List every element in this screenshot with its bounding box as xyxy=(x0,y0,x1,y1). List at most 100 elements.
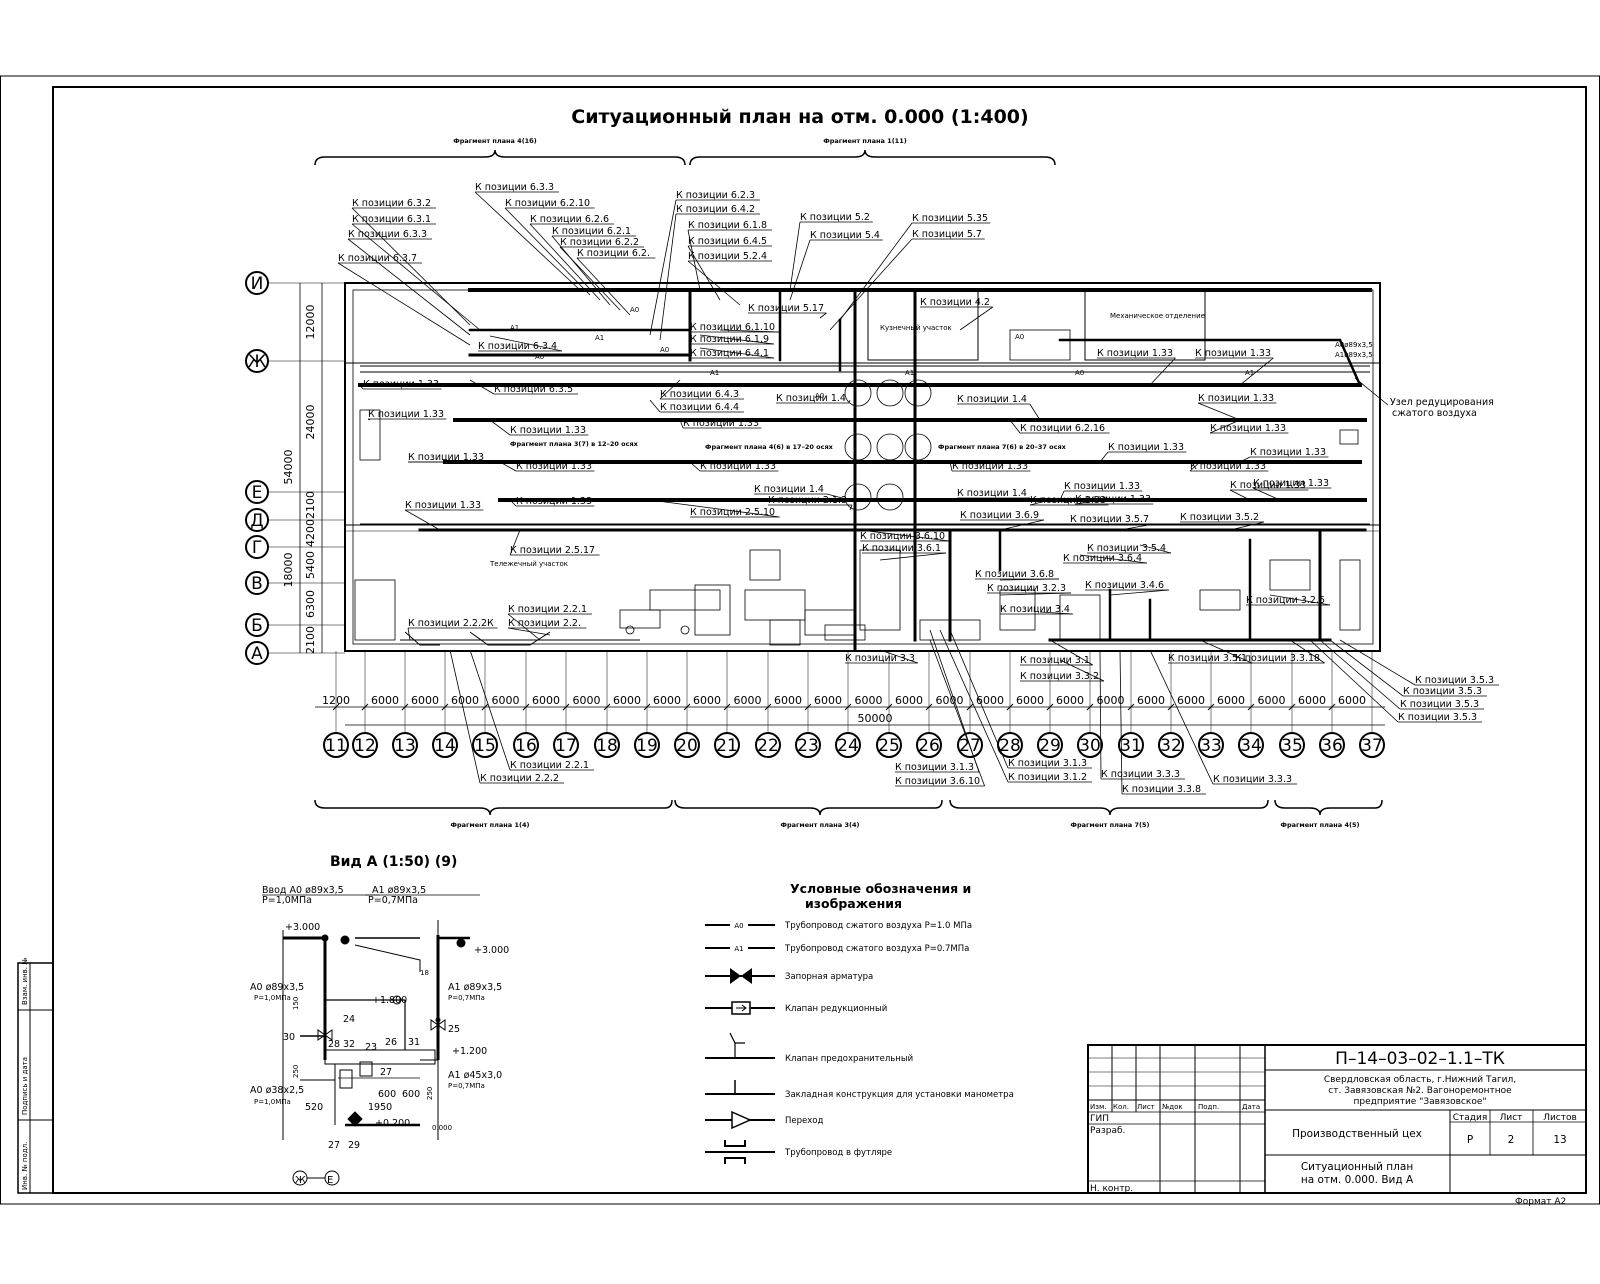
row-axis-label: Ж xyxy=(248,352,266,372)
position-label-mid: К позиции 2.5.10 xyxy=(690,507,775,518)
position-label-top: К позиции 6.3.2 xyxy=(352,198,431,209)
pipe-code-mark: А0 xyxy=(815,392,824,400)
row-axis-label: В xyxy=(251,574,263,594)
position-label-bottom: К позиции 3.5.3 xyxy=(1403,686,1482,697)
position-label-low: К позиции 3.3.18 xyxy=(1235,653,1320,664)
legend-text: Запорная арматура xyxy=(785,972,873,982)
position-label-mid: К позиции 1.33 xyxy=(408,452,484,463)
thin-pipelines xyxy=(360,365,1370,646)
pipe-code-mark: А0 xyxy=(660,346,669,354)
column-node xyxy=(844,483,872,511)
row-dim-total: 54000 xyxy=(282,450,295,485)
pipelines xyxy=(358,288,1372,652)
position-label-mid: К позиции 1.33 xyxy=(952,461,1028,472)
dim-520: 520 xyxy=(305,1102,323,1113)
position-label-low: К позиции 3.6.9 xyxy=(960,510,1039,521)
room-forge: Кузнечный участок xyxy=(880,324,952,332)
column-node xyxy=(876,433,904,461)
position-label-top: К позиции 6.2.3 xyxy=(676,190,755,201)
position-label-top: К позиции 5.2 xyxy=(800,212,870,223)
legend-item: Закладная конструкция для установки мано… xyxy=(705,1080,1014,1100)
mark-28: 28 xyxy=(328,1039,340,1050)
dim-250: 250 xyxy=(292,1065,300,1078)
column-node xyxy=(904,433,932,461)
position-label-mid: К позиции 1.33 xyxy=(1097,348,1173,359)
position-label-top: К позиции 6.2.10 xyxy=(505,198,590,209)
position-label-low: К позиции 3.4 xyxy=(1000,604,1070,615)
position-label-top: К позиции 6.3.3 xyxy=(348,229,427,240)
position-label-mid: К позиции 1.33 xyxy=(1030,495,1106,506)
pipe-right-p: Р=0,7МПа xyxy=(448,994,485,1002)
col-dim: 6000 xyxy=(1258,694,1286,707)
position-label-low: К позиции 3.6.8 xyxy=(975,569,1054,580)
room-bogie: Тележечный участок xyxy=(489,560,568,568)
col-dim: 6000 xyxy=(653,694,681,707)
col-dim: 6000 xyxy=(1217,694,1245,707)
view-a-p-a1: Р=0,7МПа xyxy=(368,895,418,906)
stamp-replace: Взам. инв. № xyxy=(21,957,29,1005)
pipe-left: А0 ø89х3,5 xyxy=(250,982,304,993)
dim-600a: 600 xyxy=(378,1089,396,1100)
position-label-mid: К позиции 1.4 xyxy=(754,484,824,495)
format-label: Формат А2 xyxy=(1515,1197,1566,1207)
position-label-low: К позиции 2.2. xyxy=(508,618,581,629)
row-dim: 2100 xyxy=(304,491,317,519)
row-dim: 12000 xyxy=(304,305,317,340)
hdr-data: Дата xyxy=(1242,1103,1260,1111)
hdr-list: Лист xyxy=(1137,1103,1155,1111)
position-label-top: К позиции 6.1.10 xyxy=(690,322,775,333)
position-label-top: К позиции 4.2 xyxy=(920,297,990,308)
col-axis-label: 19 xyxy=(636,736,658,756)
legend-symbol: А0 xyxy=(734,922,743,930)
position-label-bottom: К позиции 2.2.2 xyxy=(480,773,559,784)
level-2: +3.000 xyxy=(474,945,509,956)
row-axis-label: Б xyxy=(251,616,263,636)
position-label-top: К позиции 6.2.1 xyxy=(552,226,631,237)
dim-250b: 250 xyxy=(426,1087,434,1100)
col-axis-label: 17 xyxy=(555,736,577,756)
pipe-left-p: Р=1,0МПа xyxy=(254,994,291,1002)
legend-text: Трубопровод в футляре xyxy=(784,1148,892,1158)
dim-1950: 1950 xyxy=(368,1102,392,1113)
stage-value: Р xyxy=(1467,1134,1473,1146)
legend-item: Клапан редукционный xyxy=(705,1001,887,1015)
position-label-low: К позиции 3.5.2 xyxy=(1180,512,1259,523)
position-label-mid: К позиции 1.33 xyxy=(1198,393,1274,404)
col-dim: 6000 xyxy=(1298,694,1326,707)
position-label-bottom: К позиции 3.6.10 xyxy=(895,776,980,787)
col-axis-label: 33 xyxy=(1200,736,1222,756)
col-axis-label: 32 xyxy=(1160,736,1182,756)
section-top-2: Фрагмент плана 1(11) xyxy=(823,137,906,145)
legend-text: Трубопровод сжатого воздуха Р=0.7МПа xyxy=(784,944,969,954)
legend-text: Клапан редукционный xyxy=(785,1004,887,1014)
dim-600b: 600 xyxy=(402,1089,420,1100)
legend-text: Клапан предохранительный xyxy=(785,1054,913,1064)
level-5: +0.200 xyxy=(375,1118,410,1129)
position-label-top: К позиции 6.3.3 xyxy=(475,182,554,193)
position-label-low: К позиции 3.5.7 xyxy=(1070,514,1149,525)
pipe-code-mark: А1 xyxy=(510,324,519,332)
col-axis-label: 30 xyxy=(1079,736,1101,756)
position-label-mid: К позиции 6.2.16 xyxy=(1020,423,1105,434)
sheets-value: 13 xyxy=(1553,1134,1566,1146)
col-axis-label: 14 xyxy=(434,736,456,756)
stamp-sign: Подпись и дата xyxy=(21,1057,29,1115)
sheet-title-2: на отм. 0.000. Вид А xyxy=(1301,1174,1414,1186)
legend-item: Трубопровод в футляре xyxy=(705,1140,892,1164)
pipe-code-mark: А0 xyxy=(630,306,639,314)
position-label-mid: К позиции 1.4 xyxy=(776,393,846,404)
title-object: Производственный цех xyxy=(1292,1128,1422,1140)
col-dim: 6000 xyxy=(492,694,520,707)
pipe-code-mark: А1 xyxy=(905,369,914,377)
position-label-top: К позиции 6.2.6 xyxy=(530,214,609,225)
position-label-mid: К позиции 2.1.3 xyxy=(768,495,847,506)
position-label-bottom: К позиции 3.1.3 xyxy=(1008,758,1087,769)
position-label-low: К позиции 3.2.3 xyxy=(987,583,1066,594)
row-dim: 2100 xyxy=(304,626,317,654)
sheet-value: 2 xyxy=(1508,1134,1515,1146)
position-label-low: К позиции 3.5.1 xyxy=(1168,653,1247,664)
position-label-low: К позиции 3.6.1 xyxy=(862,543,941,554)
